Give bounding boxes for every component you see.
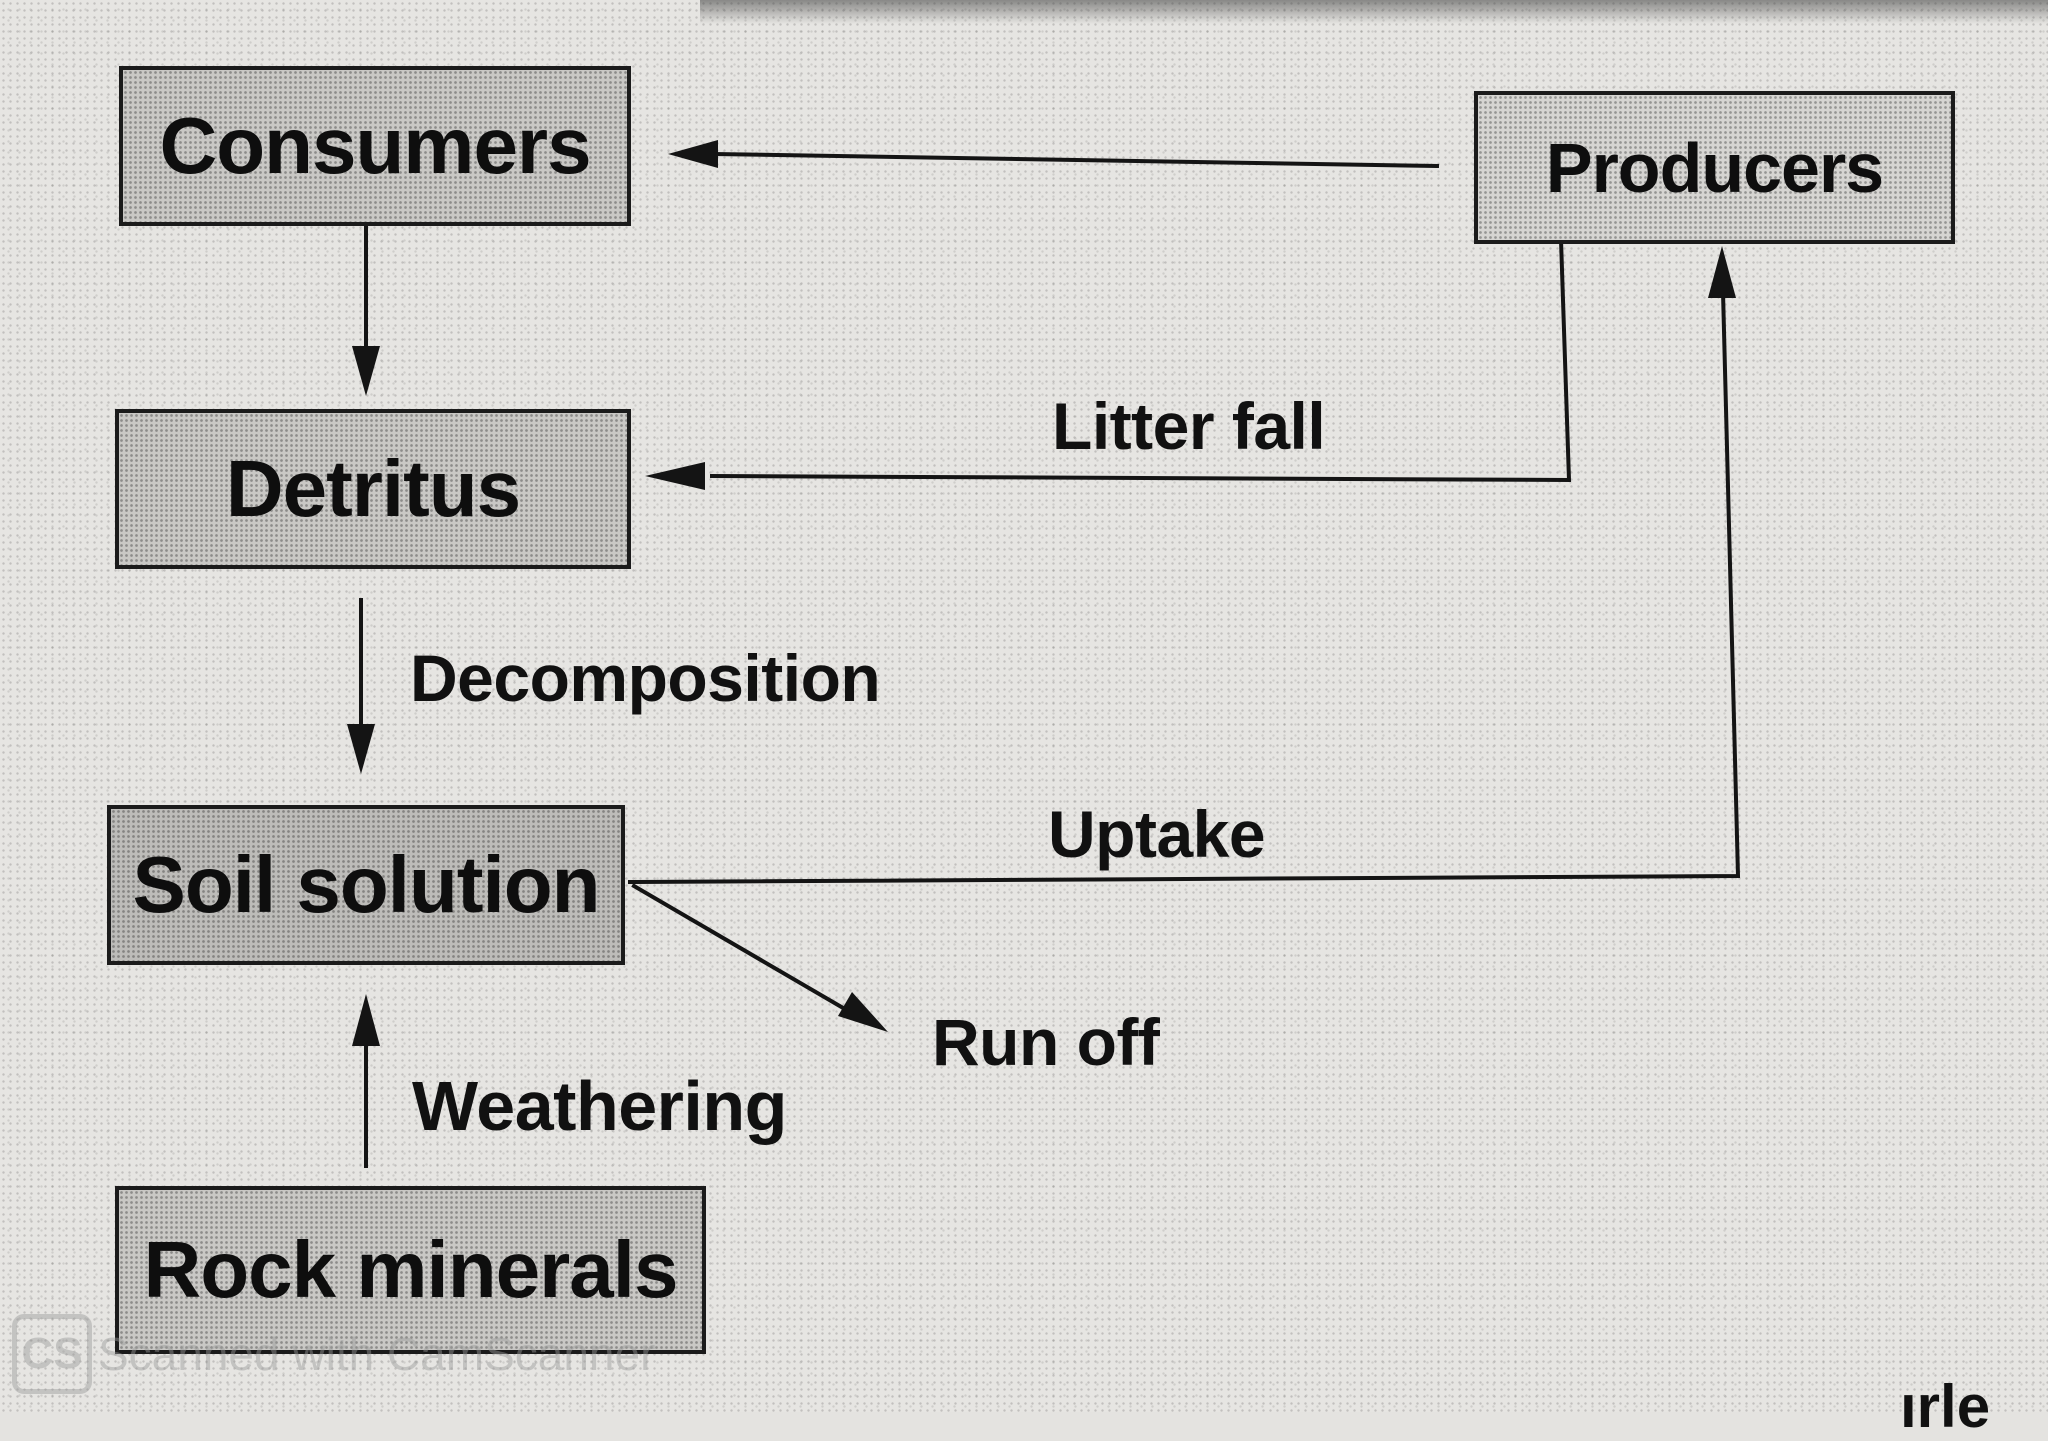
arrowhead-litter-fall xyxy=(645,462,705,490)
node-rock-minerals: Rock minerals xyxy=(115,1186,706,1354)
arrow-run-off xyxy=(631,883,853,1015)
label-run-off: Run off xyxy=(932,1005,1160,1079)
arrowhead-detritus-top xyxy=(352,346,380,396)
cropped-text-fragment: ırle xyxy=(1900,1373,1991,1440)
arrow-litter-fall xyxy=(709,237,1572,483)
node-consumers: Consumers xyxy=(119,66,631,226)
camscanner-watermark: CS Scanned with CamScanner xyxy=(12,1312,655,1396)
arrowhead-soil-solution-bottom xyxy=(352,994,380,1046)
node-soil-solution: Soil solution xyxy=(107,805,625,965)
label-litter-fall: Litter fall xyxy=(1052,389,1326,463)
arrowhead-run-off xyxy=(838,992,888,1032)
label-decomposition: Decomposition xyxy=(410,641,881,715)
arrowhead-consumers xyxy=(668,140,718,168)
arrow-uptake xyxy=(627,289,1741,885)
node-soil-solution-label: Soil solution xyxy=(132,840,601,929)
node-consumers-label: Consumers xyxy=(159,101,591,190)
arrow-producers-to-consumers xyxy=(712,151,1440,169)
label-weathering: Weathering xyxy=(412,1067,787,1145)
watermark-text: Scanned with CamScanner xyxy=(98,1328,656,1380)
node-detritus: Detritus xyxy=(115,409,631,569)
node-producers-label: Producers xyxy=(1545,128,1884,207)
page-edge-shadow xyxy=(700,0,2048,24)
node-rock-minerals-label: Rock minerals xyxy=(143,1225,679,1314)
label-uptake: Uptake xyxy=(1048,797,1266,871)
node-detritus-label: Detritus xyxy=(225,444,521,533)
node-producers: Producers xyxy=(1474,91,1955,244)
camscanner-logo-icon: CS xyxy=(12,1314,92,1394)
arrowhead-soil-solution-top xyxy=(347,724,375,774)
flow-arrows xyxy=(347,140,1741,1168)
arrowhead-producers-bottom xyxy=(1708,246,1736,298)
